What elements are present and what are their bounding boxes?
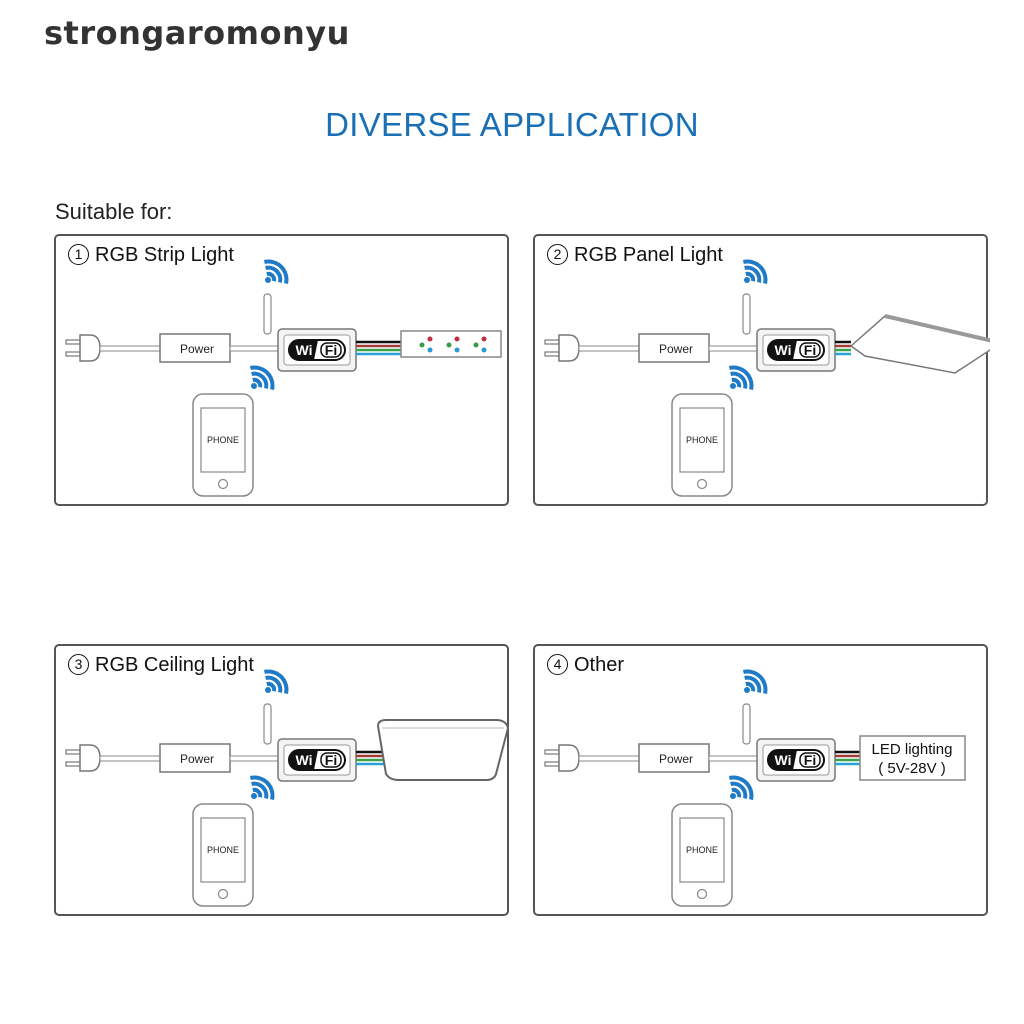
wifi-logo-fi: Fi xyxy=(804,342,816,358)
wifi-controller: Wi Fi xyxy=(277,328,357,372)
plug-icon xyxy=(65,744,101,772)
power-label: Power xyxy=(180,752,214,766)
rgb-output-wires xyxy=(356,340,401,356)
power-cable xyxy=(578,345,640,352)
wifi-logo-wi: Wi xyxy=(775,752,792,768)
wifi-logo-wi: Wi xyxy=(775,342,792,358)
panel-title: 1 RGB Strip Light xyxy=(68,244,234,267)
number-badge: 2 xyxy=(547,244,568,265)
phone-home-button[interactable] xyxy=(217,478,229,490)
phone-icon[interactable]: PHONE xyxy=(671,803,733,907)
power-cable xyxy=(578,755,640,762)
wifi-signal-icon xyxy=(742,669,768,695)
rgb-strip-light xyxy=(400,330,502,358)
phone-wifi-signal-icon xyxy=(249,775,275,801)
page-title: DIVERSE APPLICATION xyxy=(325,106,699,143)
led-red xyxy=(427,336,433,342)
rgb-output-wires xyxy=(835,750,860,766)
phone-wifi-signal-icon xyxy=(728,365,754,391)
rgb-output-wires xyxy=(835,340,851,356)
led-green xyxy=(446,342,452,348)
panel-title: 3 RGB Ceiling Light xyxy=(68,654,254,677)
power-supply: Power xyxy=(638,333,710,363)
phone-label: PHONE xyxy=(207,845,239,855)
led-green xyxy=(473,342,479,348)
panel-title: 4 Other xyxy=(547,654,624,677)
dc-cable xyxy=(708,755,758,762)
power-supply: Power xyxy=(638,743,710,773)
rgb-ceiling-light xyxy=(376,719,510,781)
antenna xyxy=(742,703,751,745)
led-lighting-box: LED lighting ( 5V-28V ) xyxy=(859,735,966,781)
plug-icon xyxy=(544,334,580,362)
power-label: Power xyxy=(659,342,693,356)
wifi-logo-fi: Fi xyxy=(325,752,337,768)
number-badge: 4 xyxy=(547,654,568,675)
wifi-controller: Wi Fi xyxy=(756,328,836,372)
power-supply: Power xyxy=(159,743,231,773)
rgb-panel-light xyxy=(849,314,990,374)
led-lighting-label: LED lighting xyxy=(872,741,953,758)
phone-icon[interactable]: PHONE xyxy=(192,803,254,907)
wifi-signal-icon xyxy=(742,259,768,285)
phone-wifi-signal-icon xyxy=(249,365,275,391)
panel-other: 4 Other Power Wi Fi xyxy=(533,644,988,916)
antenna xyxy=(742,293,751,335)
panel-rgb-ceiling-light: 3 RGB Ceiling Light Power Wi Fi xyxy=(54,644,510,916)
wifi-logo-fi: Fi xyxy=(325,342,337,358)
number-badge: 3 xyxy=(68,654,89,675)
panel-title: 2 RGB Panel Light xyxy=(547,244,723,267)
wifi-logo-wi: Wi xyxy=(296,752,313,768)
phone-label: PHONE xyxy=(207,435,239,445)
power-label: Power xyxy=(180,342,214,356)
led-green xyxy=(419,342,425,348)
power-cable xyxy=(99,345,161,352)
suitable-for-label: Suitable for: xyxy=(55,199,173,224)
phone-home-button[interactable] xyxy=(696,478,708,490)
phone-home-button[interactable] xyxy=(217,888,229,900)
panel-rgb-strip-light: 1 RGB Strip Light Power Wi Fi xyxy=(54,234,509,506)
power-label: Power xyxy=(659,752,693,766)
watermark: strongaromonyu xyxy=(44,14,350,52)
phone-label: PHONE xyxy=(686,435,718,445)
phone-wifi-signal-icon xyxy=(728,775,754,801)
panel-title-text: Other xyxy=(574,654,625,676)
wifi-signal-icon xyxy=(263,669,289,695)
panel-rgb-panel-light: 2 RGB Panel Light Power Wi Fi xyxy=(533,234,990,506)
phone-home-button[interactable] xyxy=(696,888,708,900)
panel-title-text: RGB Panel Light xyxy=(574,244,723,266)
led-blue xyxy=(454,347,460,353)
voltage-range-label: ( 5V-28V ) xyxy=(878,760,946,777)
plug-icon xyxy=(65,334,101,362)
power-supply: Power xyxy=(159,333,231,363)
led-blue xyxy=(427,347,433,353)
phone-label: PHONE xyxy=(686,845,718,855)
number-badge: 1 xyxy=(68,244,89,265)
wifi-logo-fi: Fi xyxy=(804,752,816,768)
panel-title-text: RGB Ceiling Light xyxy=(95,654,254,676)
panel-title-text: RGB Strip Light xyxy=(95,244,234,266)
led-red xyxy=(454,336,460,342)
plug-icon xyxy=(544,744,580,772)
wifi-controller: Wi Fi xyxy=(756,738,836,782)
led-red xyxy=(481,336,487,342)
wifi-controller: Wi Fi xyxy=(277,738,357,782)
power-cable xyxy=(99,755,161,762)
dc-cable xyxy=(229,755,279,762)
phone-icon[interactable]: PHONE xyxy=(192,393,254,497)
antenna xyxy=(263,703,272,745)
led-blue xyxy=(481,347,487,353)
phone-icon[interactable]: PHONE xyxy=(671,393,733,497)
dc-cable xyxy=(229,345,279,352)
wifi-signal-icon xyxy=(263,259,289,285)
antenna xyxy=(263,293,272,335)
wifi-logo-wi: Wi xyxy=(296,342,313,358)
dc-cable xyxy=(708,345,758,352)
rgb-output-wires xyxy=(356,750,386,766)
